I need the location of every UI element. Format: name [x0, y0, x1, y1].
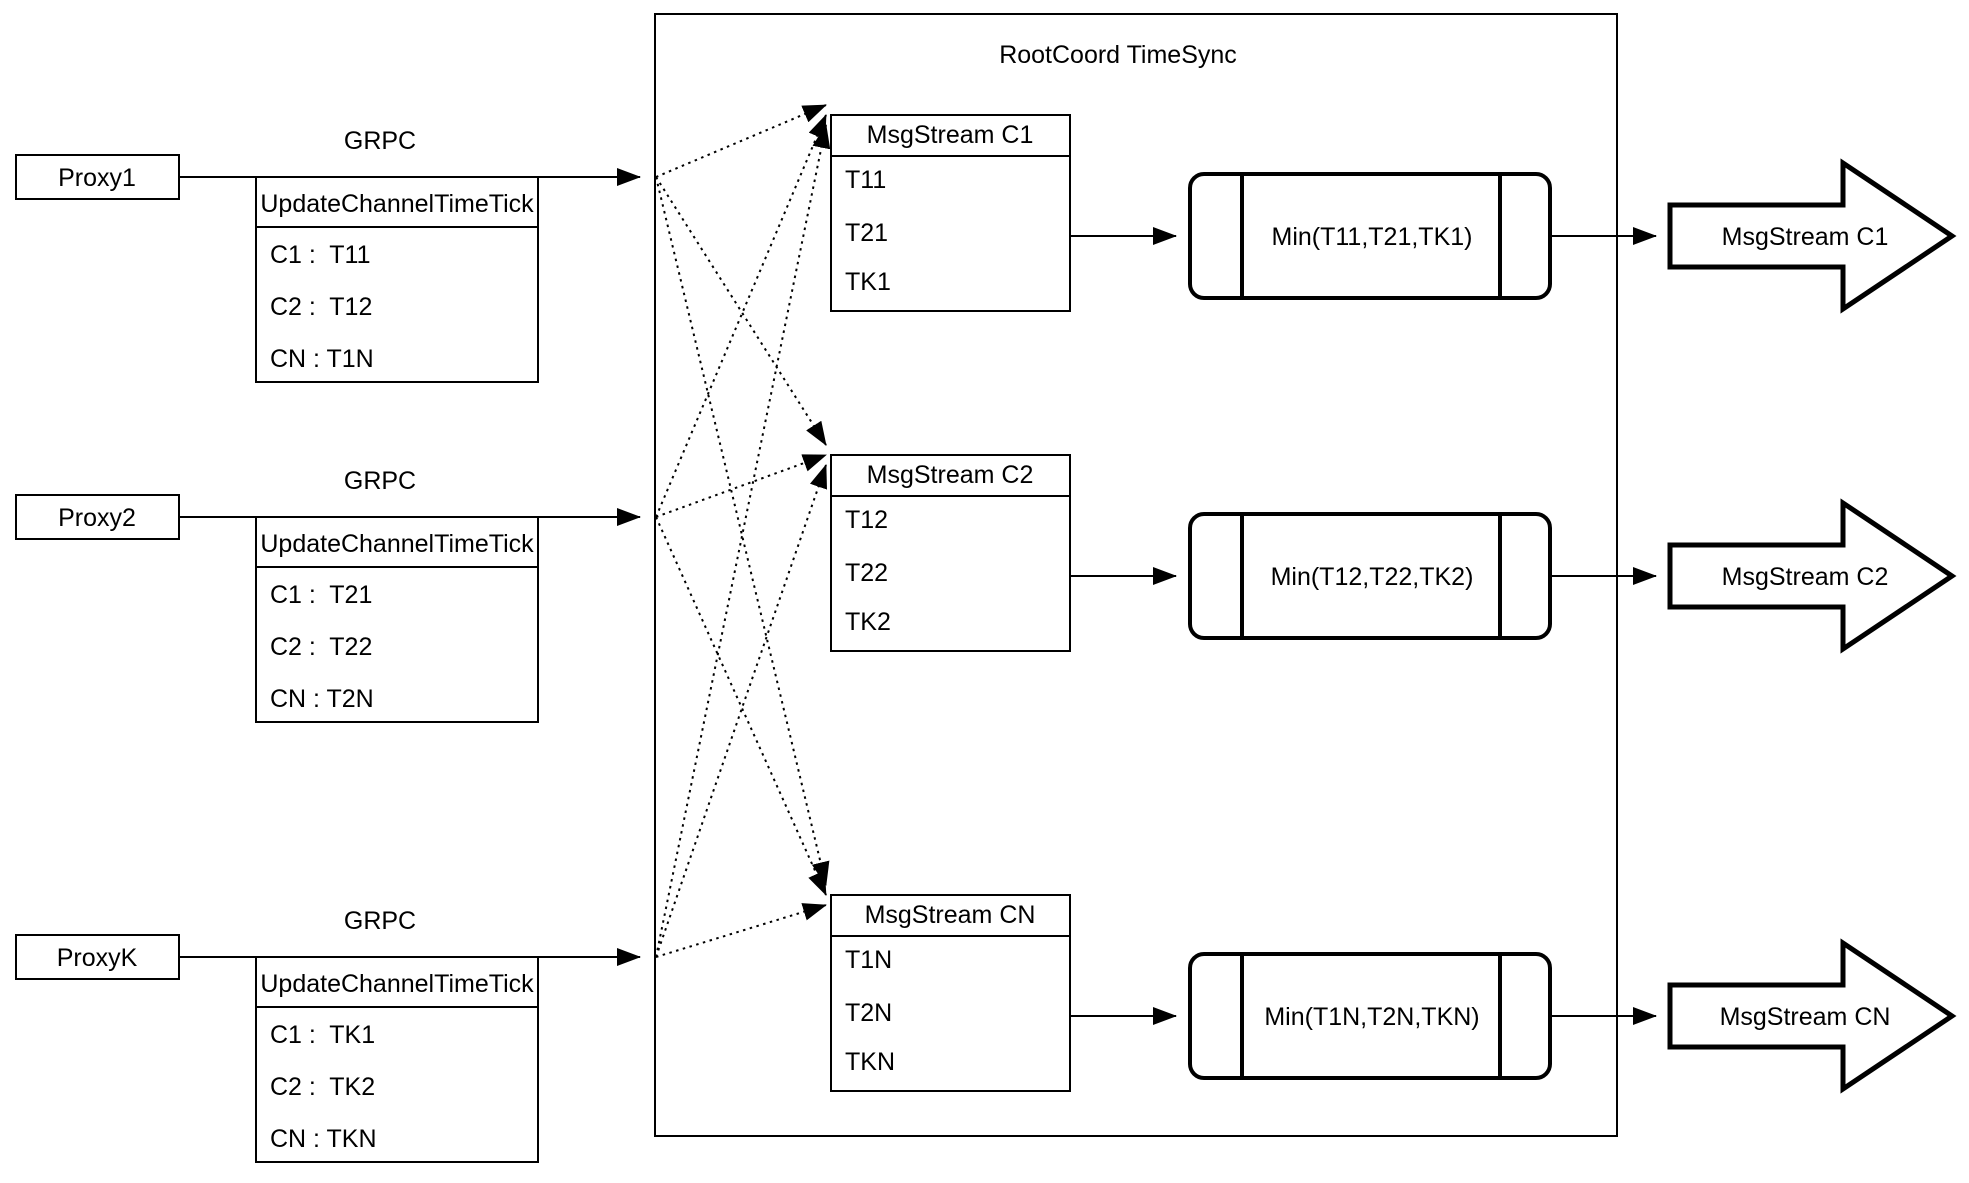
msgstream-cn-header: MsgStream CN: [865, 901, 1036, 929]
msgstream-c2-tick-2: T22: [845, 559, 888, 587]
proxy2-timetick-table: UpdateChannelTimeTick C1 : T21 C2 : T22 …: [255, 516, 539, 723]
proxyk-label: ProxyK: [57, 944, 138, 972]
stream-c1-row: MsgStream C1 T11 T21 TK1 Min(T11,T21,TK1…: [830, 114, 1957, 314]
msgstream-c2-tick-3: TK2: [845, 608, 891, 636]
output-arrow-cn-shape: [1667, 938, 1957, 1094]
proxyk-box: [15, 934, 180, 980]
edge-proxy1-to-cn: [655, 176, 830, 886]
proxyk-timetick-table: UpdateChannelTimeTick C1 : TK1 C2 : TK2 …: [255, 956, 539, 1163]
msgstream-c2-header: MsgStream C2: [867, 461, 1034, 489]
min-c1-process: Min(T11,T21,TK1): [1188, 172, 1552, 300]
proxy1-section: GRPC Proxy1 UpdateChannelTimeTick C1 : T…: [15, 127, 641, 383]
stream-c2-row: MsgStream C2 T12 T22 TK2 Min(T12,T22,TK2…: [830, 454, 1957, 654]
min-c1-label: Min(T11,T21,TK1): [1272, 223, 1473, 251]
proxy1-timetick-table: UpdateChannelTimeTick C1 : T11 C2 : T12 …: [255, 176, 539, 383]
grpc-label-2: GRPC: [344, 467, 416, 495]
grpc-label-1: GRPC: [344, 127, 416, 155]
min-cn-label: Min(T1N,T2N,TKN): [1264, 1003, 1479, 1031]
proxyk-row-c1: C1 : TK1: [270, 1021, 375, 1049]
msgstream-c2-tick-1: T12: [845, 506, 888, 534]
output-arrow-cn-label: MsgStream CN: [1720, 1003, 1891, 1031]
proxy2-table-border: [255, 516, 539, 723]
proxy2-row-c2: C2 : T22: [270, 633, 372, 661]
msgstream-cn-tick-3: TKN: [845, 1048, 895, 1076]
msgstream-cn-tick-2: T2N: [845, 999, 892, 1027]
edge-proxyk-to-c1: [655, 124, 831, 958]
edge-proxy1-to-c1: [655, 104, 827, 178]
proxy1-label: Proxy1: [58, 164, 136, 192]
msgstream-c1-tick-3: TK1: [845, 268, 891, 296]
output-arrow-c2-label: MsgStream C2: [1722, 563, 1889, 591]
proxy1-row-c2: C2 : T12: [270, 293, 372, 321]
edge-proxyk-to-cn: [655, 903, 827, 958]
proxyk-table-border: [255, 956, 539, 1163]
proxyk-section: GRPC ProxyK UpdateChannelTimeTick C1 : T…: [15, 907, 641, 1163]
msgstream-c2-table-border: [830, 454, 1071, 652]
msgstream-c1-tick-1: T11: [845, 166, 886, 194]
stream-cn-row: MsgStream CN T1N T2N TKN Min(T1N,T2N,TKN…: [830, 894, 1957, 1094]
min-cn-process: Min(T1N,T2N,TKN): [1188, 952, 1552, 1080]
proxy2-row-c1: C1 : T21: [270, 581, 372, 609]
msgstream-c1-header: MsgStream C1: [867, 121, 1034, 149]
output-arrow-c2-shape: [1667, 498, 1957, 654]
proxyk-row-c2: C2 : TK2: [270, 1073, 375, 1101]
output-arrow-c2: MsgStream C2: [1667, 498, 1957, 654]
proxy2-box: [15, 494, 180, 540]
proxy1-row-cn: CN : T1N: [270, 345, 374, 373]
msgstream-c1-tick-2: T21: [845, 219, 888, 247]
proxy1-box: [15, 154, 180, 200]
msgstream-cn-table: MsgStream CN T1N T2N TKN: [830, 894, 1071, 1092]
proxy1-table-header: UpdateChannelTimeTick: [260, 190, 534, 218]
proxy2-section: GRPC Proxy2 UpdateChannelTimeTick C1 : T…: [15, 467, 641, 723]
edge-proxy2-to-c1: [655, 114, 827, 518]
min-c2-label: Min(T12,T22,TK2): [1271, 563, 1474, 591]
proxyk-table-header: UpdateChannelTimeTick: [260, 970, 534, 998]
rootcoord-title: RootCoord TimeSync: [999, 41, 1237, 69]
timetick-fanout-edges: [655, 104, 831, 958]
proxyk-row-cn: CN : TKN: [270, 1125, 377, 1153]
edge-proxy2-to-c2: [655, 454, 827, 518]
output-arrow-cn: MsgStream CN: [1667, 938, 1957, 1094]
min-c2-process: Min(T12,T22,TK2): [1188, 512, 1552, 640]
msgstream-c1-table-border: [830, 114, 1071, 312]
grpc-label-3: GRPC: [344, 907, 416, 935]
msgstream-cn-table-border: [830, 894, 1071, 1092]
proxy1-table-border: [255, 176, 539, 383]
output-arrow-c1-label: MsgStream C1: [1722, 223, 1889, 251]
proxy1-row-c1: C1 : T11: [270, 241, 371, 269]
proxy2-row-cn: CN : T2N: [270, 685, 374, 713]
edge-proxyk-to-c2: [655, 464, 827, 958]
proxy2-label: Proxy2: [58, 504, 136, 532]
output-arrow-c1-shape: [1667, 158, 1957, 314]
msgstream-cn-tick-1: T1N: [845, 946, 892, 974]
msgstream-c1-table: MsgStream C1 T11 T21 TK1: [830, 114, 1071, 312]
output-arrow-c1: MsgStream C1: [1667, 158, 1957, 314]
edge-proxy2-to-cn: [655, 516, 827, 896]
proxy2-table-header: UpdateChannelTimeTick: [260, 530, 534, 558]
msgstream-c2-table: MsgStream C2 T12 T22 TK2: [830, 454, 1071, 652]
